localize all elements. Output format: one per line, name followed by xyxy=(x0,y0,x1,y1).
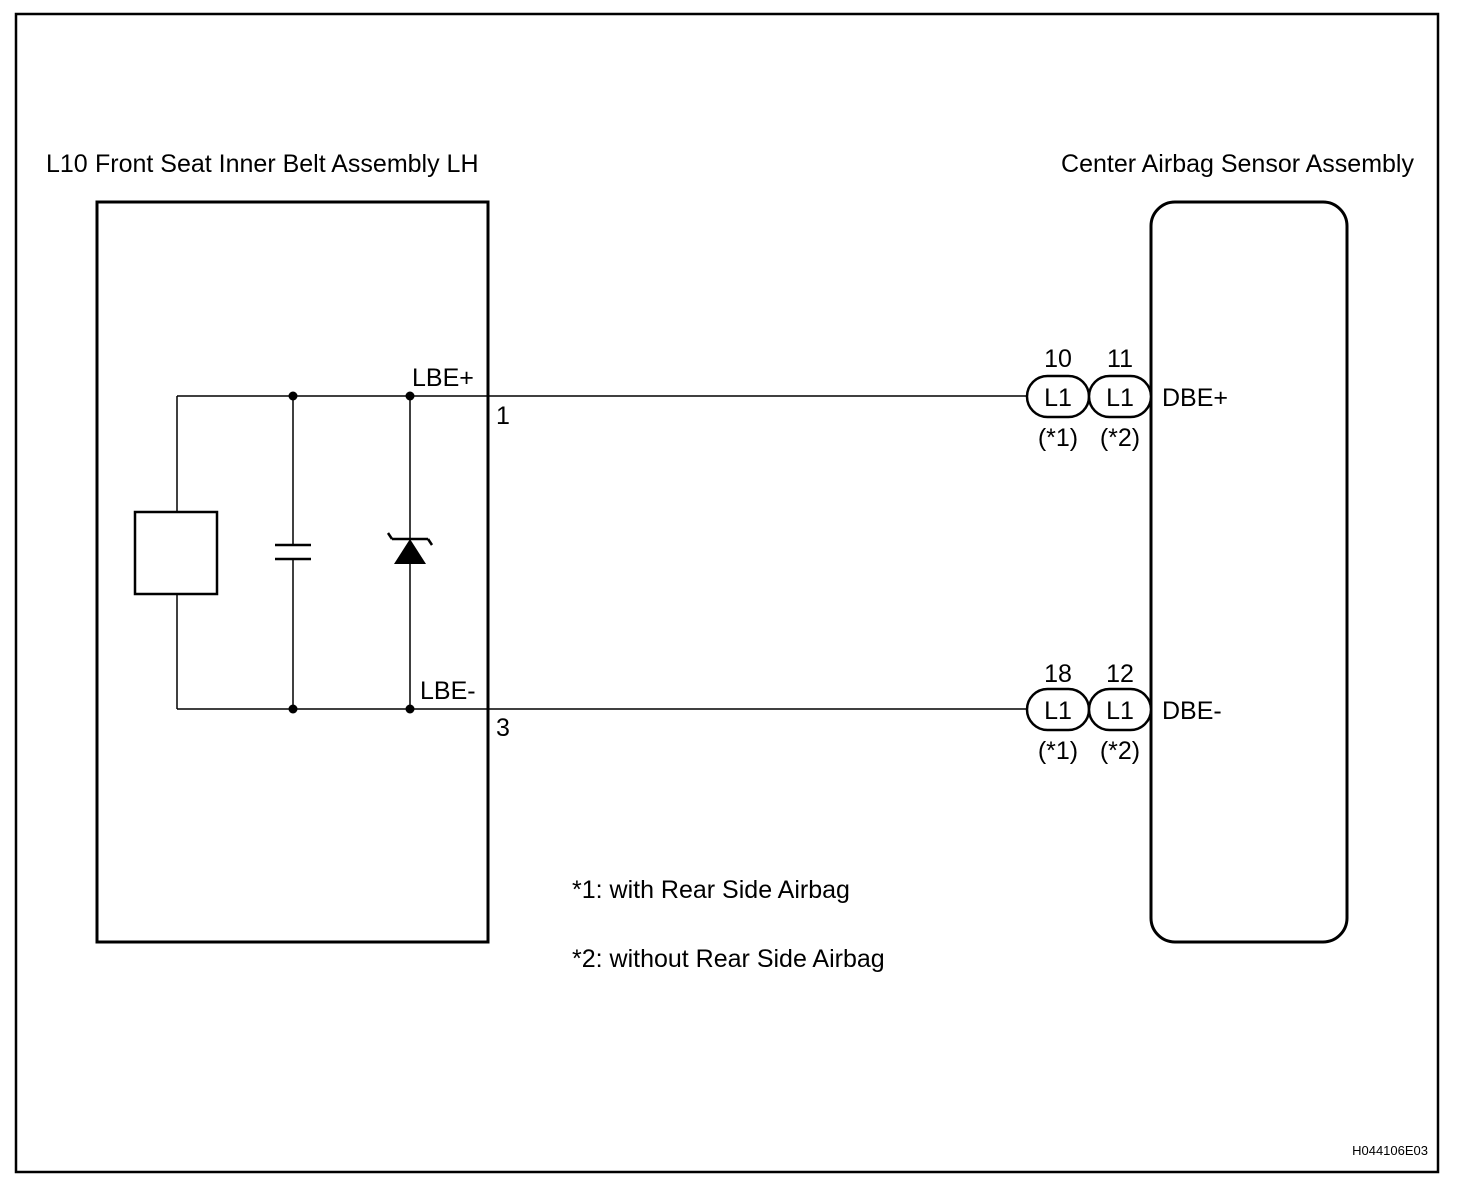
capacitor-symbol xyxy=(275,543,311,561)
connector-note: (*1) xyxy=(1038,424,1078,452)
connector-group-dbe-minus: 18 12 L1 L1 (*1) (*2) DBE- xyxy=(1025,660,1222,765)
connector-code: L1 xyxy=(1106,697,1134,725)
connector-code: L1 xyxy=(1044,697,1072,725)
terminal-dbe-plus-label: DBE+ xyxy=(1162,384,1228,412)
connector-pin: 11 xyxy=(1107,345,1133,373)
connector-note: (*1) xyxy=(1038,737,1078,765)
connector-oval xyxy=(1087,374,1153,419)
footnote-2: *2: without Rear Side Airbag xyxy=(572,945,885,973)
diagram-border xyxy=(14,12,1440,1174)
connector-note: (*2) xyxy=(1100,737,1140,765)
figure-code: H044106E03 xyxy=(1352,1143,1428,1158)
connector-pin: 10 xyxy=(1044,345,1072,373)
terminal-lbe-plus-label: LBE+ xyxy=(412,364,474,392)
connector-oval xyxy=(1087,687,1153,732)
belt-internal-circuit xyxy=(176,395,488,710)
zener-diode-symbol xyxy=(386,532,434,564)
connector-pin: 18 xyxy=(1044,660,1072,688)
connector-note: (*2) xyxy=(1100,424,1140,452)
junction-dots xyxy=(288,391,415,714)
terminal-dbe-minus-label: DBE- xyxy=(1162,697,1222,725)
airbag-sensor-box xyxy=(1149,200,1349,944)
left-component-name: Front Seat Inner Belt Assembly LH xyxy=(95,150,479,178)
sensor-element xyxy=(133,510,219,596)
belt-assembly-box xyxy=(95,200,490,944)
connector-code: L1 xyxy=(1044,384,1072,412)
footnote-1: *1: with Rear Side Airbag xyxy=(572,876,850,904)
left-component-code: L10 xyxy=(46,150,88,178)
connector-pin: 12 xyxy=(1106,660,1134,688)
terminal-lbe-plus-pin: 1 xyxy=(496,402,510,430)
connector-code: L1 xyxy=(1106,384,1134,412)
terminal-lbe-minus-label: LBE- xyxy=(420,677,476,705)
terminal-lbe-minus-pin: 3 xyxy=(496,714,510,742)
right-component-name: Center Airbag Sensor Assembly xyxy=(1061,150,1414,178)
connector-group-dbe-plus: 10 11 L1 L1 (*1) (*2) DBE+ xyxy=(1025,345,1228,452)
